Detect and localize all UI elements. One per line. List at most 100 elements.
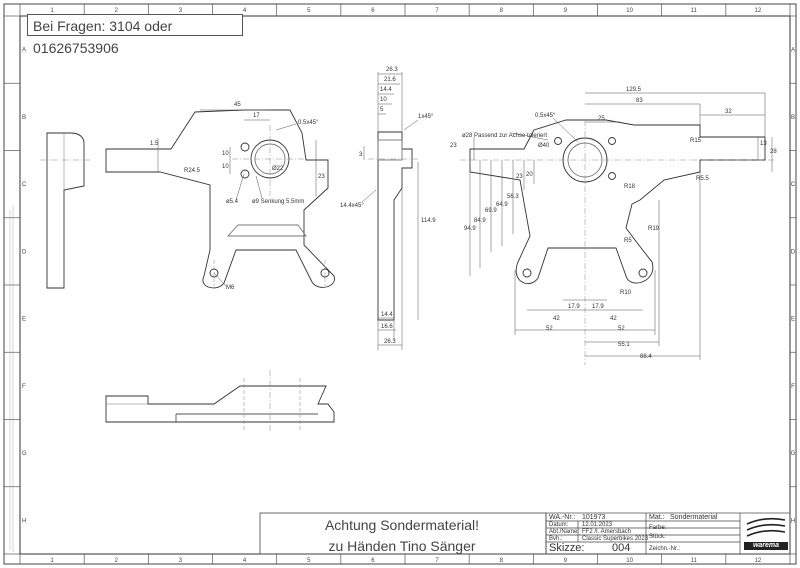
contact-note: Bei Fragen: 3104 oder 01626753906 (27, 14, 243, 56)
grid-column-label: 12 (755, 8, 762, 14)
dim-right-r10: R10 (620, 290, 632, 296)
grid-column-label: 11 (691, 8, 698, 14)
title-block (545, 512, 791, 555)
dim-right-551: 55.1 (618, 342, 630, 348)
dim-right-52a: 52 (546, 326, 553, 332)
attention-text: Achtung Sondermaterial! zu Händen Tino S… (262, 515, 542, 557)
grid-ticks (4, 4, 796, 564)
dim-right-42b: 42 (610, 316, 617, 322)
dim-front-d54: ø5.4 (226, 199, 239, 205)
grid-row-label: D (791, 249, 796, 255)
tb-wa-value: 101973 (582, 514, 606, 521)
grid-column-label: 10 (626, 558, 633, 564)
grid-column-label: 6 (371, 558, 375, 564)
dim-right-13: 13 (760, 141, 767, 147)
tb-mat-value: Sondermaterial (670, 514, 718, 521)
grid-row-label: E (22, 317, 26, 323)
grid-row-label: G (22, 451, 27, 457)
dim-right-r19: R19 (648, 226, 660, 232)
grid-row-label: C (22, 182, 27, 188)
grid-column-label: 11 (691, 558, 698, 564)
dim-right-23v: 23 (516, 174, 523, 180)
dim-right-884: 88.4 (640, 354, 652, 360)
grid-column-label: 9 (564, 558, 568, 564)
grid-column-label: 2 (115, 8, 119, 14)
dim-right-d40: Ø40 (538, 143, 550, 149)
dim-side-b144: 14.4 (381, 312, 393, 318)
tb-abt-value: FF2 /I. Amersbach (582, 529, 632, 535)
dim-front-10b: 10 (222, 164, 229, 170)
grid-row-label: E (791, 317, 795, 323)
dim-side-chamfer2: 14.4x45° (340, 203, 364, 209)
dim-right-r15: R15 (690, 138, 702, 144)
dim-right-1295: 129.5 (626, 87, 642, 93)
attention-line-1: Achtung Sondermaterial! (324, 517, 480, 533)
inner-frame (19, 15, 791, 555)
dim-side-b166: 16.6 (381, 324, 393, 330)
dim-front-23: 23 (318, 174, 325, 180)
warema-logo-text: warema (744, 542, 788, 550)
dim-right-179a: 17.9 (568, 304, 580, 310)
outer-frame (3, 3, 797, 565)
grid-column-label: 6 (371, 8, 375, 14)
grid-column-label: 10 (626, 8, 633, 14)
tb-mat-label: Mat.: (649, 514, 665, 521)
grid-row-label: A (791, 48, 795, 54)
dim-side-b263: 26.3 (384, 339, 396, 345)
dim-right-32: 32 (725, 109, 732, 115)
grid-column-label: 9 (564, 8, 568, 14)
grid-column-label: 5 (307, 558, 311, 564)
dim-side-5: 5 (380, 107, 384, 113)
dim-right-25: 25 (598, 116, 605, 122)
grid-row-label: H (791, 518, 795, 524)
grid-row-label: A (22, 48, 26, 54)
tb-bvh-value: Classic Superbikes 2023 (582, 536, 649, 542)
top-view (105, 370, 335, 432)
dim-right-chamfer: 0.5x45° (535, 113, 556, 119)
dim-side-216: 21.6 (384, 77, 396, 83)
grid-column-label: 1 (50, 558, 54, 564)
tb-abt-label: Abt./Name: (549, 529, 580, 535)
tb-stueck-label: Stück: (649, 534, 666, 540)
margin-fine-print (9, 205, 14, 552)
attention-line-2: zu Händen Tino Sänger (328, 538, 476, 554)
grid-column-label: 8 (500, 8, 504, 14)
dim-right-179b: 17.9 (592, 304, 604, 310)
grid-column-label: 5 (307, 8, 311, 14)
grid-row-label: D (22, 249, 27, 255)
tb-farbe-label: Farbe: (649, 525, 667, 531)
dim-right-r55: R5.5 (696, 176, 709, 182)
tb-datum-label: Datum: (549, 522, 569, 528)
dim-side-3: 3 (359, 152, 363, 158)
grid-row-label: H (22, 518, 26, 524)
dimension-labels: 45 17 0.5x45° 1.5 10 10 R24.5 Ø22 23 ø5.… (150, 67, 777, 360)
dim-front-45: 45 (234, 102, 241, 108)
right-detail-view (460, 92, 775, 365)
grid-row-label: C (791, 182, 796, 188)
dim-front-senkung: ø9 Senkung 5.5mm (252, 199, 304, 205)
dim-right-r18: R18 (624, 184, 636, 190)
warema-logo-mark (746, 517, 786, 537)
grid-row-label: G (791, 451, 796, 457)
grid-column-label: 2 (115, 558, 119, 564)
dim-front-d22: Ø22 (272, 166, 284, 172)
grid-column-label: 7 (435, 558, 439, 564)
dim-right-83: 83 (636, 98, 643, 104)
grid-column-label: 1 (50, 8, 54, 14)
dim-front-r245: R24.5 (184, 168, 201, 174)
dim-right-52b: 52 (618, 326, 625, 332)
dim-side-chamfer1: 1x45° (418, 114, 434, 120)
dim-right-849: 84.9 (474, 218, 486, 224)
dim-side-10: 10 (380, 97, 387, 103)
dim-front-m6: M6 (226, 285, 235, 291)
grid-row-label: B (22, 115, 26, 121)
tb-zeich-label: Zeichn.-Nr.: (649, 546, 681, 552)
dim-side-263: 26.3 (386, 67, 398, 73)
grid-column-label: 3 (179, 558, 183, 564)
dim-side-144: 14.4 (380, 87, 392, 93)
tb-wa-label: WA.-Nr.: (549, 514, 576, 521)
dim-right-28: 28 (770, 149, 777, 155)
dim-right-note28: ø28 Passend zur Achse toleriert (462, 133, 547, 139)
